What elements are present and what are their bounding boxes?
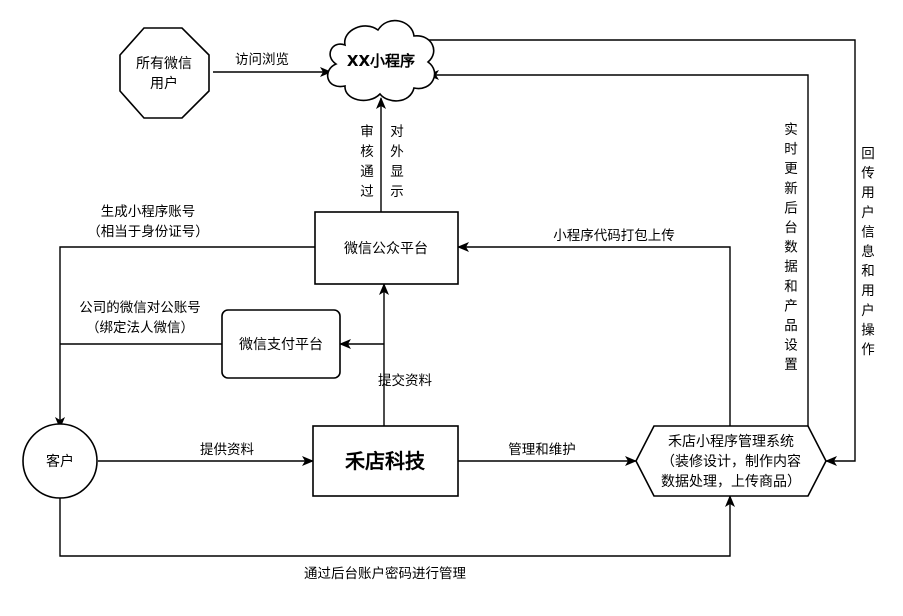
- label-realtime-update-text: 实时更新后台数据和产品设置: [784, 122, 798, 373]
- label-review-pass-text: 审核通过: [360, 124, 374, 200]
- node-wechat-official-platform-label: 微信公众平台: [344, 241, 428, 257]
- node-xx-mini-program-label: XX小程序: [347, 52, 415, 70]
- label-realtime-update: 实时更新后台数据和产品设置: [784, 122, 798, 373]
- node-xx-mini-program: [326, 19, 436, 102]
- edge-realtime-update: [427, 70, 809, 428]
- label-visit-browse: 访问浏览: [235, 52, 289, 68]
- label-return-user-info: 回传用户信息和用户操作: [861, 146, 875, 358]
- node-wechat-official-platform: [314, 211, 459, 285]
- node-wechat-pay-platform: [221, 309, 341, 379]
- label-create-account-line2: （相当于身份证号）: [87, 224, 209, 240]
- node-all-wechat-users-line1: 所有微信: [136, 56, 192, 72]
- node-management-system-line1: 禾店小程序管理系统: [668, 434, 794, 450]
- edge-package-upload: [457, 242, 731, 428]
- label-corporate-account-line2: （绑定法人微信）: [86, 320, 194, 336]
- node-customer-label: 客户: [46, 453, 74, 470]
- label-backend-manage: 通过后台账户密码进行管理: [304, 565, 466, 582]
- label-provide-materials: 提供资料: [200, 442, 254, 458]
- edge-create-account: [55, 246, 315, 429]
- node-hedian-tech: [312, 425, 459, 497]
- label-public-display: 对外显示: [390, 124, 404, 200]
- label-review-pass: 审核通过: [360, 124, 374, 200]
- node-customer: [22, 423, 98, 499]
- node-hedian-tech-label: 禾店科技: [345, 449, 426, 473]
- label-create-account-line1: 生成小程序账号: [101, 204, 196, 220]
- node-management-system-line3: 数据处理，上传商品）: [661, 474, 801, 490]
- edge-return-user-info: [418, 39, 856, 466]
- label-public-display-text: 对外显示: [390, 124, 404, 200]
- node-management-system-line2: （装修设计，制作内容: [661, 453, 801, 470]
- node-wechat-pay-platform-label: 微信支付平台: [239, 337, 323, 353]
- node-management-system: [635, 425, 827, 497]
- label-submit-materials-line1: 提交资料: [378, 372, 432, 389]
- node-all-wechat-users: [119, 27, 210, 119]
- label-return-user-info-text: 回传用户信息和用户操作: [861, 146, 875, 358]
- edge-backend-manage: [59, 494, 735, 557]
- label-package-upload: 小程序代码打包上传: [553, 227, 675, 244]
- label-corporate-account-line1: 公司的微信对公账号: [79, 300, 201, 316]
- node-all-wechat-users-line2: 用户: [150, 75, 178, 92]
- label-manage-maintain: 管理和维护: [508, 442, 576, 458]
